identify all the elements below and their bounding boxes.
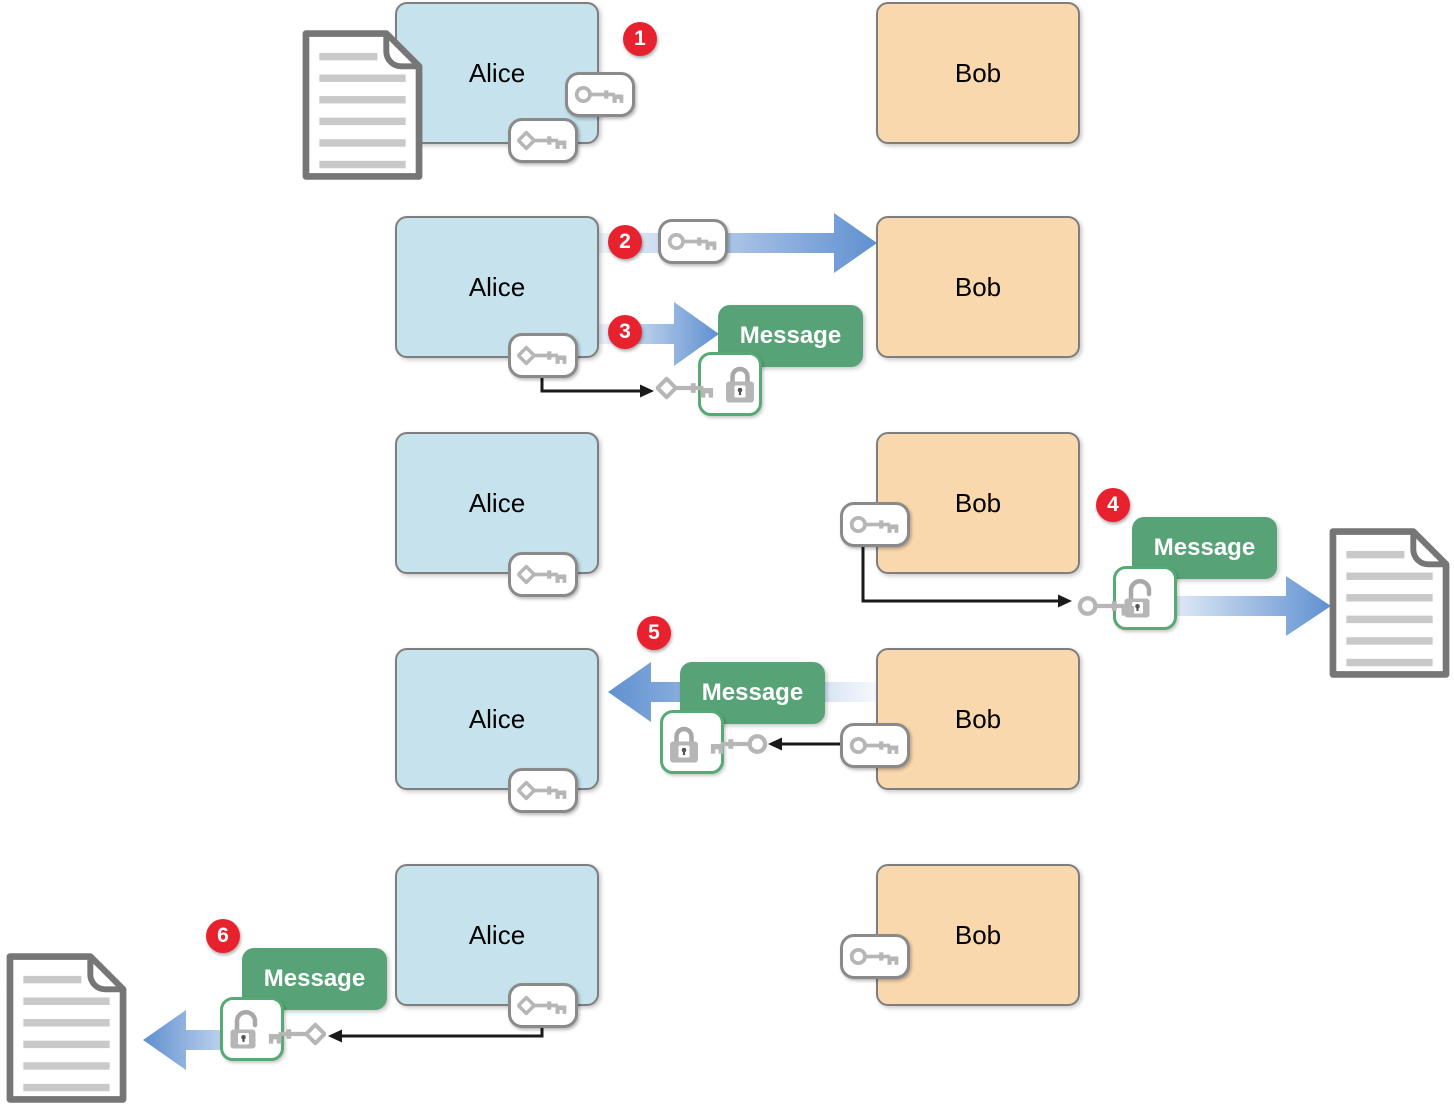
private-key-icon <box>508 118 578 163</box>
alice-label: Alice <box>468 919 526 950</box>
public-key-icon <box>840 934 910 979</box>
bob-box: Bob <box>876 216 1080 358</box>
message-box: Message <box>718 305 863 367</box>
padlock-closed-icon <box>667 723 701 765</box>
decrypted-message-tile <box>1113 566 1177 630</box>
message-label: Message <box>701 679 804 706</box>
bob-box: Bob <box>876 648 1080 790</box>
alice-box: Alice <box>395 648 599 790</box>
step-6-badge: 6 <box>206 919 240 953</box>
arrow-message-to-document-left <box>143 1010 254 1070</box>
public-key-icon <box>658 219 728 264</box>
padlock-open-icon <box>229 1009 271 1051</box>
alice-box: Alice <box>395 432 599 574</box>
public-key-icon <box>840 502 910 547</box>
wire-private-key-to-lock <box>342 1028 544 1038</box>
bob-label: Bob <box>954 703 1002 734</box>
private-key-icon <box>656 373 716 403</box>
bob-label: Bob <box>954 487 1002 518</box>
bob-label: Bob <box>954 57 1002 88</box>
arrow-message-to-document <box>1136 576 1331 636</box>
private-key-icon <box>508 983 578 1028</box>
private-key-icon <box>508 552 578 597</box>
bob-box: Bob <box>876 2 1080 144</box>
encrypted-message-tile <box>660 710 724 774</box>
arrowhead-left <box>328 1029 342 1043</box>
alice-label: Alice <box>468 703 526 734</box>
document-icon <box>300 27 425 183</box>
encrypted-message-tile <box>698 352 762 416</box>
public-key-icon <box>1077 591 1137 621</box>
arrow-public-key-to-bob <box>598 213 877 273</box>
step-2-badge: 2 <box>608 225 642 259</box>
arrowhead-right <box>1058 594 1072 608</box>
step-3-badge: 3 <box>608 315 642 349</box>
step-1-badge: 1 <box>623 22 657 56</box>
arrowhead-left <box>768 737 782 751</box>
message-box: Message <box>1132 517 1277 579</box>
public-key-icon <box>840 723 910 768</box>
step-5-badge: 5 <box>637 616 671 650</box>
arrowhead-right <box>640 384 654 398</box>
alice-label: Alice <box>468 271 526 302</box>
alice-label: Alice <box>468 57 526 88</box>
wire-private-key-to-lock <box>540 378 640 393</box>
bob-label: Bob <box>954 919 1002 950</box>
bob-box: Bob <box>876 432 1080 574</box>
public-key-icon <box>565 72 635 117</box>
arrow-alice-to-message <box>598 302 719 366</box>
message-label: Message <box>263 965 366 992</box>
message-label: Message <box>739 322 842 349</box>
private-key-icon <box>508 333 578 378</box>
step-4-badge: 4 <box>1096 488 1130 522</box>
bob-label: Bob <box>954 271 1002 302</box>
private-key-icon <box>266 1019 326 1049</box>
padlock-closed-icon <box>723 363 757 405</box>
bob-box: Bob <box>876 864 1080 1006</box>
document-icon <box>1327 525 1452 681</box>
alice-label: Alice <box>468 487 526 518</box>
message-label: Message <box>1153 534 1256 561</box>
alice-box: Alice <box>395 864 599 1006</box>
decrypted-message-tile <box>220 997 284 1061</box>
private-key-icon <box>508 768 578 813</box>
document-icon <box>4 950 129 1106</box>
public-key-icon <box>708 729 768 759</box>
